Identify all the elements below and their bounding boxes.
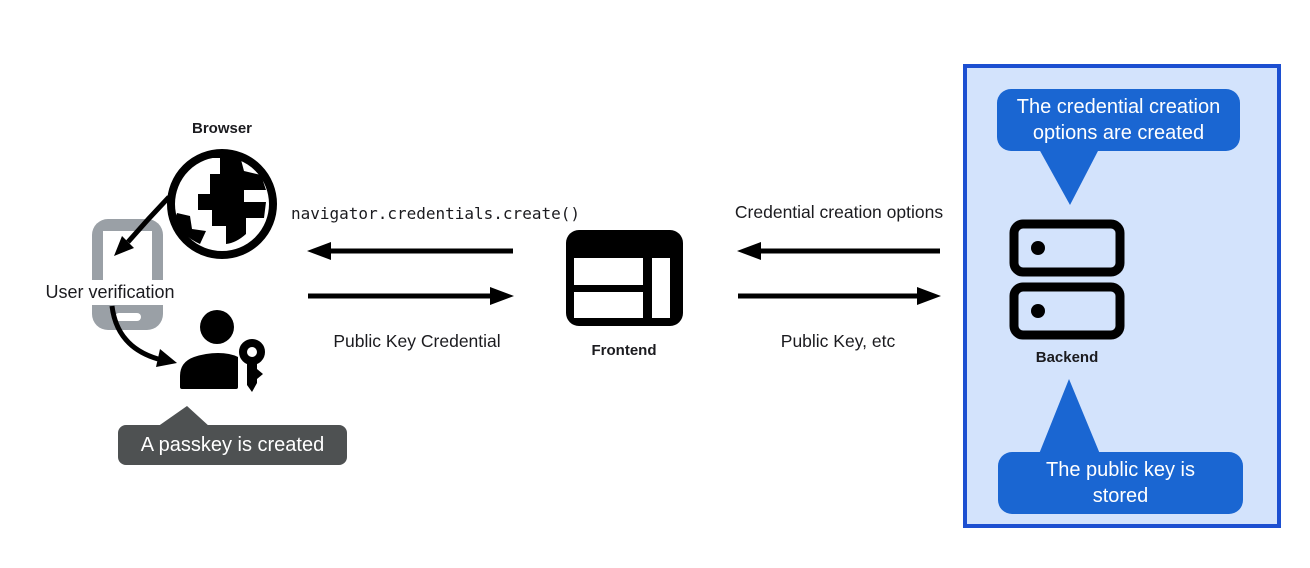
public-key-stored-bubble: The public key is stored bbox=[998, 452, 1243, 514]
phone-icon bbox=[92, 219, 163, 330]
browser-window-icon bbox=[566, 230, 683, 326]
credential-creation-options-label: Credential creation options bbox=[734, 202, 944, 222]
backend-label: Backend bbox=[1035, 349, 1099, 366]
globe-icon bbox=[167, 149, 277, 259]
options-created-bubble: The credential creation options are crea… bbox=[997, 89, 1240, 151]
browser-label: Browser bbox=[191, 120, 253, 137]
arrow-phone-to-person bbox=[109, 305, 177, 367]
arrow-browser-to-phone bbox=[114, 195, 171, 256]
arrow-frontend-to-browser bbox=[307, 242, 513, 260]
user-verification-label: User verification bbox=[30, 280, 190, 305]
arrow-frontend-to-backend bbox=[738, 287, 941, 305]
frontend-label: Frontend bbox=[591, 342, 657, 359]
bubble-bottom-tail bbox=[1039, 379, 1100, 454]
arrow-backend-to-frontend bbox=[737, 242, 940, 260]
server-stack-icon bbox=[1009, 219, 1125, 340]
public-key-etc-label: Public Key, etc bbox=[780, 331, 896, 351]
bubble-top-tail bbox=[1039, 149, 1099, 205]
navigator-credentials-create-label: navigator.credentials.create() bbox=[291, 204, 580, 223]
person-key-icon bbox=[180, 310, 265, 392]
passkey-tooltip-tail bbox=[157, 406, 210, 427]
public-key-credential-label: Public Key Credential bbox=[333, 331, 501, 351]
passkey-created-tooltip: A passkey is created bbox=[118, 425, 347, 465]
arrow-browser-to-frontend bbox=[308, 287, 514, 305]
